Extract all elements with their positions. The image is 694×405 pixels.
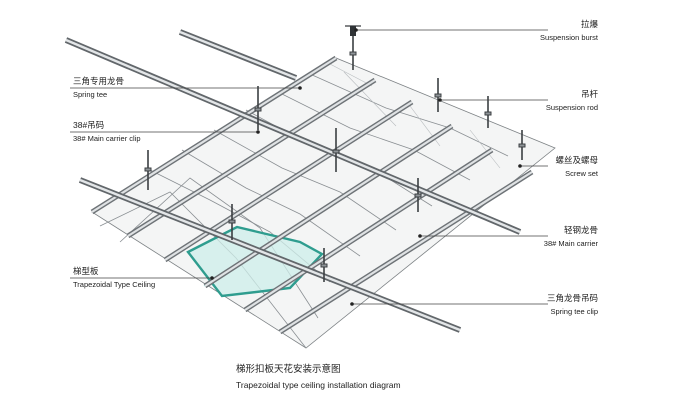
callout-spring-tee-clip-cn: 三角龙骨吊码	[547, 293, 598, 303]
callout-main-carrier-clip-en: 38# Main carrier clip	[73, 134, 141, 143]
callout-main-carrier-cn: 轻钢龙骨	[564, 225, 598, 235]
callout-screw-set: 螺丝及螺母 Screw set	[555, 155, 598, 178]
main-carriers	[64, 29, 522, 333]
callout-suspension-rod-cn: 吊杆	[581, 89, 599, 99]
callout-main-carrier-clip-cn: 38#吊码	[73, 120, 104, 130]
diagram-caption: 梯形扣板天花安装示意图 Trapezoidal type ceiling ins…	[236, 363, 401, 390]
callout-spring-tee-clip-en: Spring tee clip	[550, 307, 598, 316]
suspension-burst-anchor	[345, 25, 361, 36]
callout-trapezoidal-ceiling-cn: 梯型板	[73, 266, 99, 276]
callout-spring-tee-cn: 三角专用龙骨	[73, 76, 124, 86]
callout-suspension-burst-en: Suspension burst	[540, 33, 599, 42]
callout-spring-tee: 三角专用龙骨 Spring tee	[73, 76, 124, 99]
callout-spring-tee-clip: 三角龙骨吊码 Spring tee clip	[547, 293, 598, 316]
suspension-rods	[144, 36, 526, 282]
callout-suspension-rod-en: Suspension rod	[546, 103, 598, 112]
callout-main-carrier-en: 38# Main carrier	[544, 239, 599, 248]
spring-tee-rails	[90, 55, 534, 335]
highlighted-trapezoid-panel	[186, 225, 324, 298]
leader-lines	[70, 28, 548, 306]
callout-suspension-burst-cn: 拉爆	[581, 19, 599, 29]
callout-suspension-rod: 吊杆 Suspension rod	[546, 89, 599, 112]
callout-trapezoidal-ceiling-en: Trapezoidal Type Ceiling	[73, 280, 155, 289]
callout-spring-tee-en: Spring tee	[73, 90, 107, 99]
callout-suspension-burst: 拉爆 Suspension burst	[540, 19, 599, 42]
callout-screw-set-en: Screw set	[565, 169, 599, 178]
callout-trapezoidal-ceiling: 梯型板 Trapezoidal Type Ceiling	[73, 266, 155, 289]
callout-main-carrier: 轻钢龙骨 38# Main carrier	[544, 225, 599, 248]
caption-cn: 梯形扣板天花安装示意图	[236, 363, 341, 375]
callout-screw-set-cn: 螺丝及螺母	[555, 155, 598, 165]
caption-en: Trapezoidal type ceiling installation di…	[236, 380, 401, 390]
callout-main-carrier-clip: 38#吊码 38# Main carrier clip	[73, 120, 141, 143]
